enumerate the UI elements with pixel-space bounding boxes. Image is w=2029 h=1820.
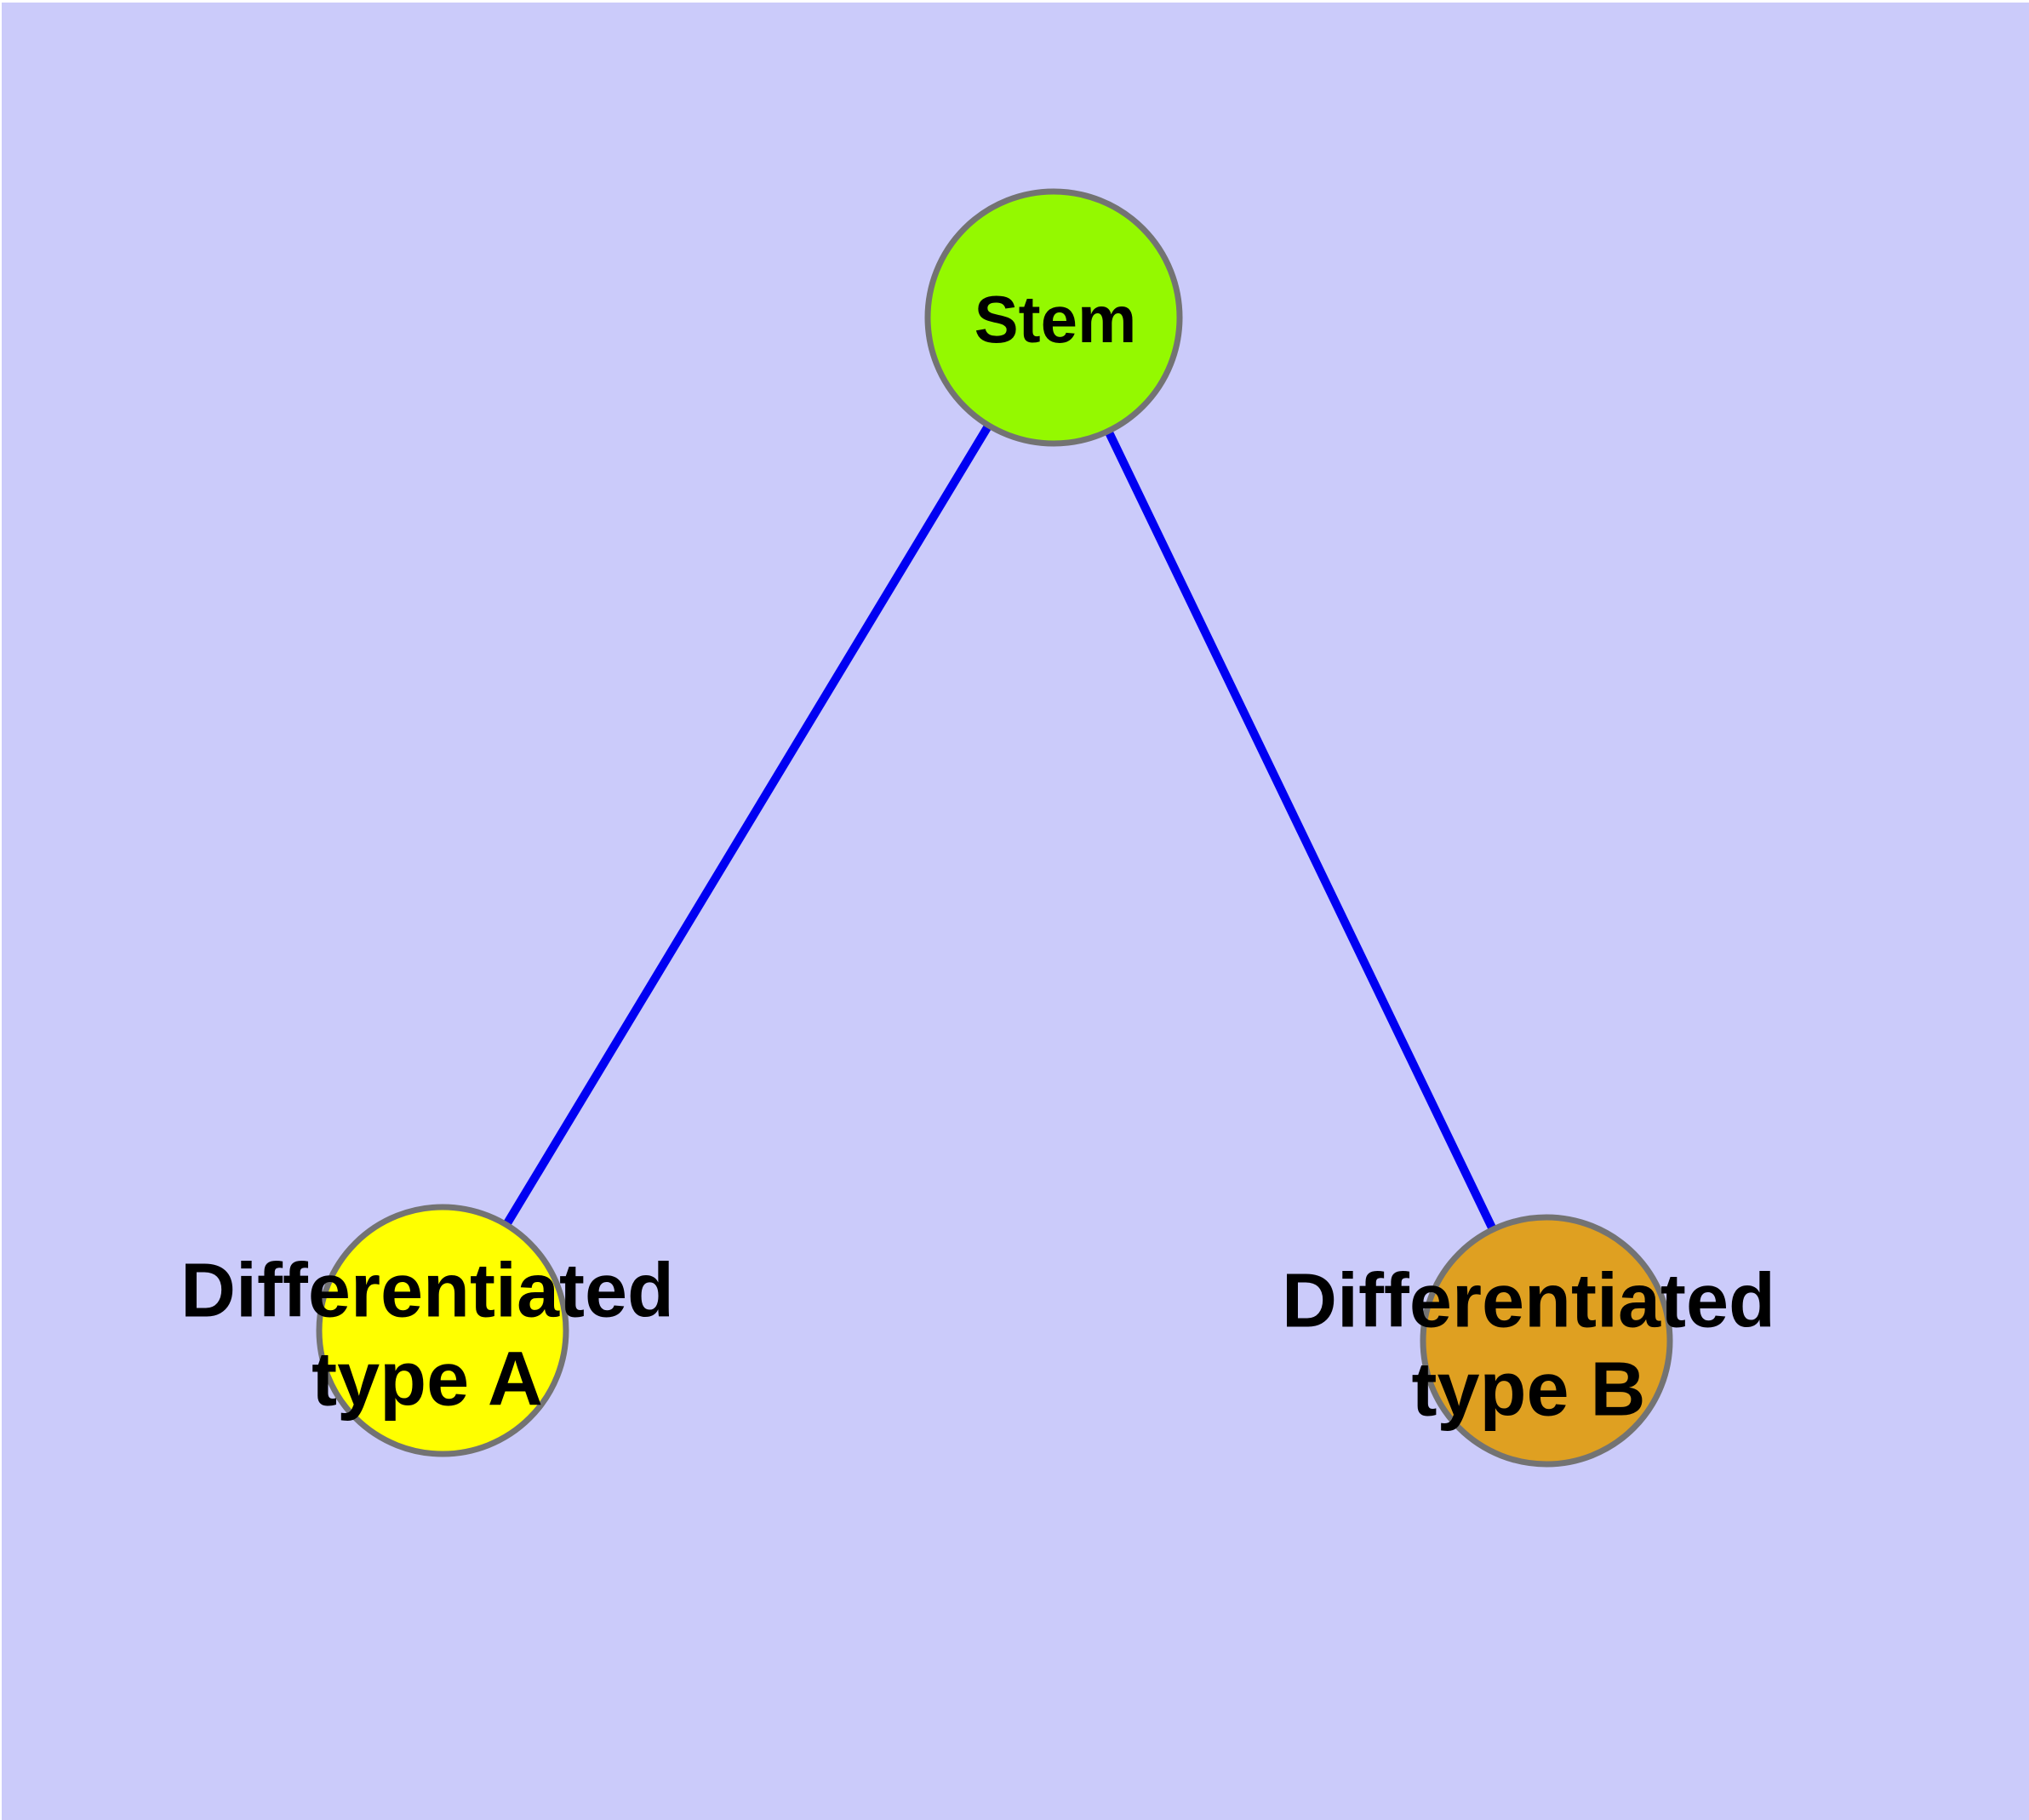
- node-stem-label: Stem: [974, 282, 1137, 357]
- node-typeA-circle: [316, 1204, 569, 1457]
- node-typeB-label-line-2: type B: [1411, 1347, 1645, 1432]
- edge-stem-typeA: [438, 315, 1058, 1333]
- node-typeB-label-line-1: Differentiated: [1282, 1258, 1775, 1343]
- node-typeA-label-line-2: type A: [311, 1336, 543, 1422]
- edge-stem-typeB: [1049, 315, 1551, 1343]
- edges-layer: [438, 315, 1551, 1343]
- nodes-layer: [316, 188, 1673, 1468]
- node-typeB-circle: [1420, 1214, 1673, 1468]
- node-typeA-label-line-1: Differentiated: [180, 1248, 674, 1333]
- node-stem-circle: [924, 188, 1183, 447]
- node-stem-label-line-1: Stem: [974, 282, 1137, 357]
